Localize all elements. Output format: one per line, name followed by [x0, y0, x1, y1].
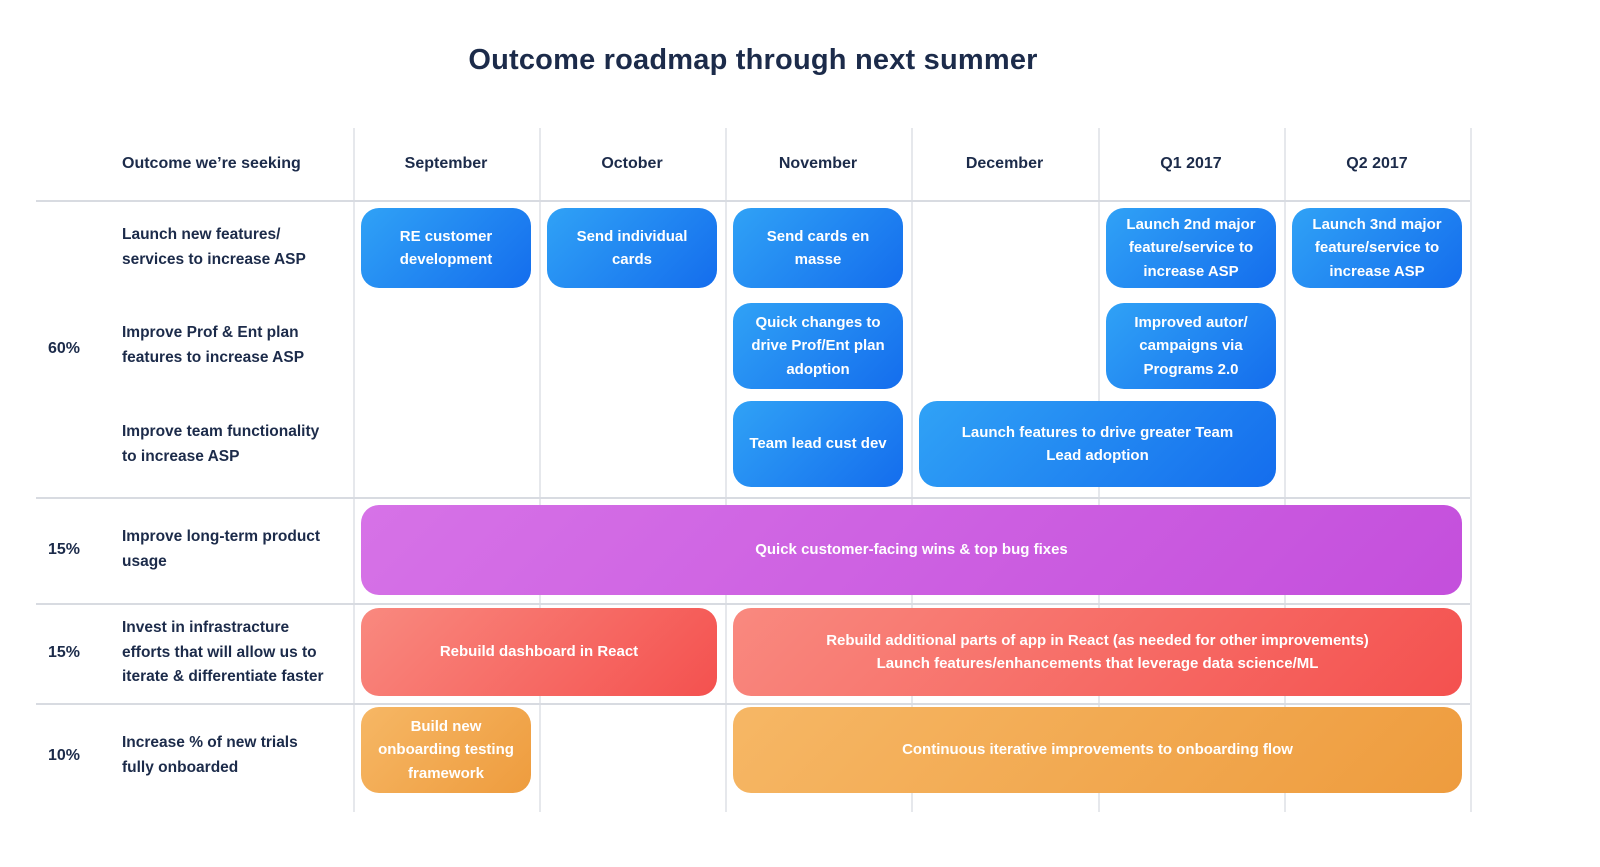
column-header-outcome: Outcome we’re seeking: [122, 155, 301, 172]
roadmap-card: Send cards en masse: [733, 208, 903, 288]
column-header-september: September: [404, 155, 488, 172]
roadmap-card: Quick customer-facing wins & top bug fix…: [361, 505, 1462, 595]
grid-vline: [725, 128, 727, 812]
roadmap-card: Rebuild additional parts of app in React…: [733, 608, 1462, 696]
roadmap-card: Improved autor/ campaigns via Programs 2…: [1106, 303, 1276, 389]
grid-hline: [36, 703, 1470, 705]
roadmap-card: Rebuild dashboard in React: [361, 608, 717, 696]
column-header-november: November: [778, 155, 858, 172]
column-header-december: December: [965, 155, 1044, 172]
grid-vline: [1284, 128, 1286, 812]
percent-label: 15%: [48, 644, 81, 661]
grid-vline: [911, 128, 913, 812]
roadmap-card: Build new onboarding testing framework: [361, 707, 531, 793]
roadmap-card: RE customer development: [361, 208, 531, 288]
grid-hline: [36, 603, 1470, 605]
roadmap-card: Launch 2nd major feature/service to incr…: [1106, 208, 1276, 288]
roadmap-card: Quick changes to drive Prof/Ent plan ado…: [733, 303, 903, 389]
column-header-q2-2017: Q2 2017: [1346, 155, 1408, 172]
column-header-october: October: [601, 155, 663, 172]
roadmap-card: Send individual cards: [547, 208, 717, 288]
grid-hline: [36, 200, 1470, 202]
outcome-label: Invest in infrastracture efforts that wi…: [122, 618, 324, 686]
percent-label: 15%: [48, 541, 81, 558]
grid-vline: [539, 128, 541, 812]
page-title: Outcome roadmap through next summer: [468, 44, 1038, 76]
roadmap-card: Continuous iterative improvements to onb…: [733, 707, 1462, 793]
percent-label: 60%: [48, 339, 81, 357]
outcome-label: Increase % of new trials fully onboarded: [122, 734, 298, 776]
roadmap-card: Team lead cust dev: [733, 401, 903, 487]
roadmap-card: Launch 3nd major feature/service to incr…: [1292, 208, 1462, 288]
column-header-q1-2017: Q1 2017: [1160, 155, 1222, 172]
grid-vline: [353, 128, 355, 812]
outcome-label: Launch new features/ services to increas…: [122, 226, 306, 268]
outcome-label: Improve team functionality to increase A…: [122, 423, 320, 465]
grid-vline: [1470, 128, 1472, 812]
grid-hline: [36, 497, 1470, 499]
roadmap-card: Launch features to drive greater Team Le…: [919, 401, 1276, 487]
outcome-label: Improve long-term product usage: [122, 528, 321, 570]
percent-label: 10%: [48, 747, 81, 764]
outcome-label: Improve Prof & Ent plan features to incr…: [122, 324, 305, 366]
